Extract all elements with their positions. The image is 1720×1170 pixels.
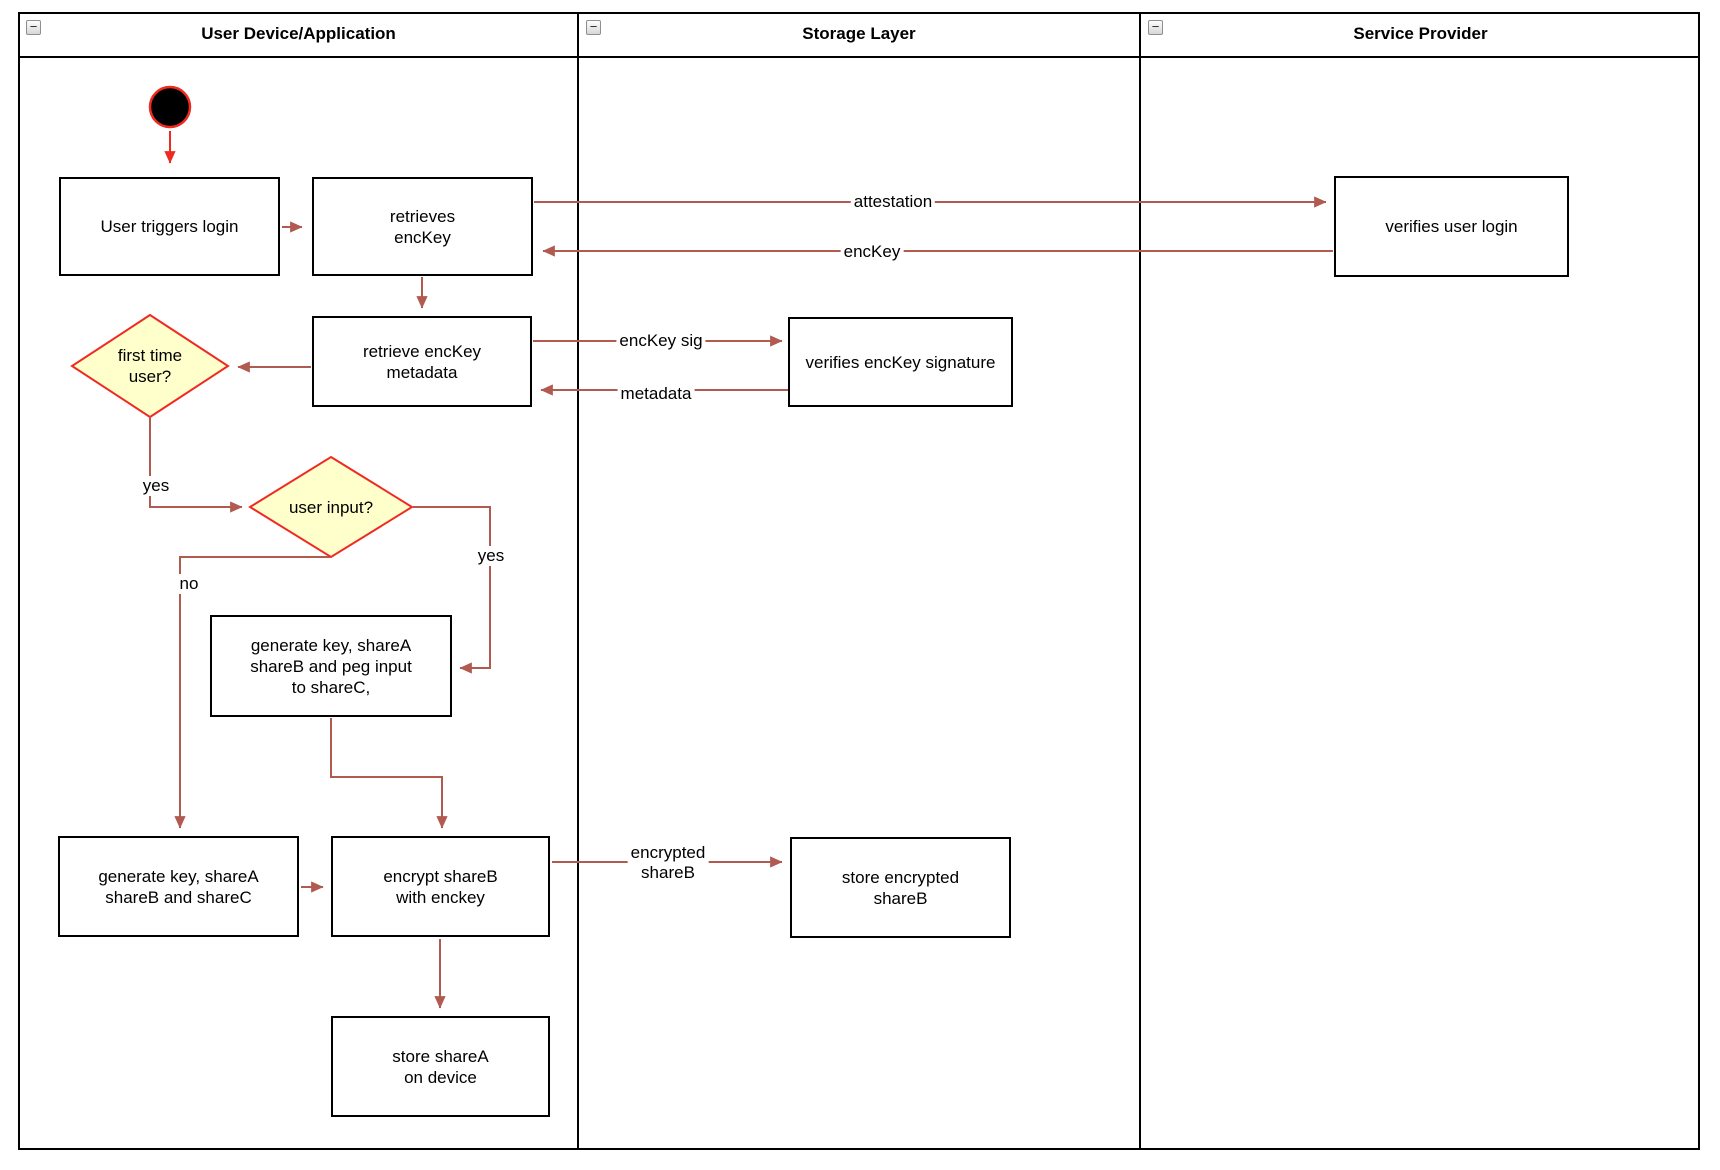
edge-userinput-yes (413, 506, 491, 674)
edge-userinput-no (174, 556, 330, 829)
edge-label-attestation: attestation (850, 192, 936, 212)
edge-label-enckey: encKey (840, 242, 904, 262)
lane-title: Service Provider (1353, 24, 1488, 43)
lane-header-separator (18, 56, 1700, 58)
lane-title: Storage Layer (802, 24, 916, 43)
edge-peg-to-encrypt (330, 718, 448, 829)
node-store-sharea[interactable]: store shareA on device (331, 1016, 550, 1117)
lane-title: User Device/Application (201, 24, 396, 43)
decision-label-user-input: user input? (288, 497, 374, 517)
decision-user-input[interactable] (248, 455, 414, 559)
lane-header-user-device[interactable]: User Device/Application (20, 12, 577, 56)
collapse-icon[interactable]: − (1148, 20, 1163, 35)
lane-separator-2 (1139, 12, 1141, 1150)
lane-header-service-provider[interactable]: Service Provider (1141, 12, 1700, 56)
node-verifies-enckey-signature[interactable]: verifies encKey signature (788, 317, 1013, 407)
edge-label-enckey-sig: encKey sig (616, 331, 706, 351)
edge-firsttime-yes (149, 418, 243, 513)
start-node[interactable] (148, 85, 192, 129)
node-generate-key-peg-input[interactable]: generate key, shareA shareB and peg inpu… (210, 615, 452, 717)
lane-header-storage-layer[interactable]: Storage Layer (579, 12, 1139, 56)
edge-label-yes-user-input: yes (474, 546, 508, 566)
node-store-encrypted-shareb[interactable]: store encrypted shareB (790, 837, 1011, 938)
decision-label-first-time-user: first time user? (117, 346, 183, 386)
node-encrypt-shareb[interactable]: encrypt shareB with enckey (331, 836, 550, 937)
node-user-triggers-login[interactable]: User triggers login (59, 177, 280, 276)
decision-first-time-user[interactable] (70, 313, 230, 419)
collapse-icon[interactable]: − (26, 20, 41, 35)
lane-separator-1 (577, 12, 579, 1150)
edge-label-no-user-input: no (176, 574, 202, 594)
node-verifies-user-login[interactable]: verifies user login (1334, 176, 1569, 277)
node-retrieves-enckey[interactable]: retrieves encKey (312, 177, 533, 276)
edge-label-encrypted-shareb: encrypted shareB (627, 843, 709, 883)
node-generate-key-sharec[interactable]: generate key, shareA shareB and shareC (58, 836, 299, 937)
node-retrieve-enckey-metadata[interactable]: retrieve encKey metadata (312, 316, 532, 407)
edge-label-yes-first-time: yes (139, 476, 173, 496)
edge-label-metadata: metadata (617, 384, 695, 404)
collapse-icon[interactable]: − (586, 20, 601, 35)
